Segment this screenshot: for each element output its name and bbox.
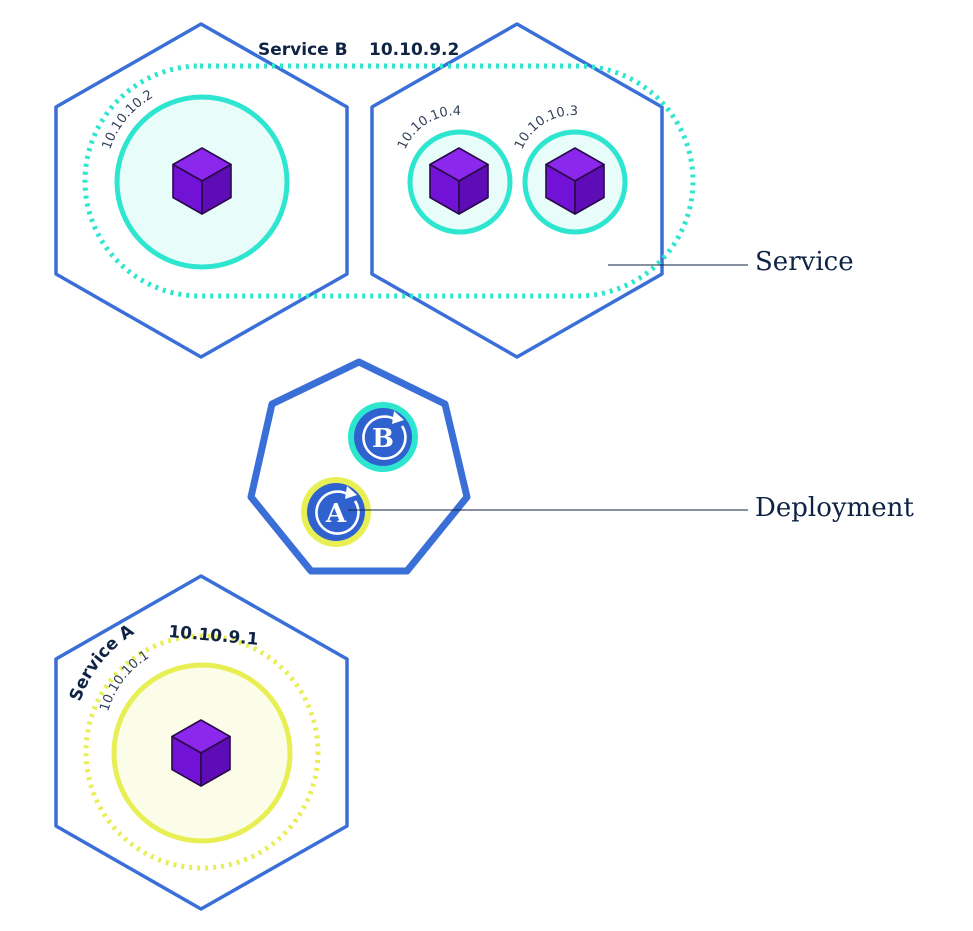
deployment-b: B: [348, 402, 418, 472]
deployment-a: A: [301, 477, 371, 547]
rotate-arrow-icon: [362, 415, 407, 460]
service-a-boundary: [83, 633, 321, 871]
service-b-ip: 10.10.9.2: [369, 40, 459, 60]
service-b-name: Service B: [258, 40, 348, 60]
service-b-label: Service B 10.10.9.2: [258, 40, 459, 60]
deployment-callout-label: Deployment: [755, 493, 914, 523]
pod-10-10-10-4: 10.10.10.4: [395, 104, 513, 235]
node-top-right: [370, 22, 664, 359]
rotate-arrow-icon: [315, 490, 360, 535]
deployment-controller: [247, 358, 471, 575]
deployment-a-letter: A: [325, 499, 347, 529]
service-b-boundary: [82, 63, 696, 299]
service-callout-label: Service: [755, 247, 854, 277]
deployment-b-letter: B: [372, 424, 394, 454]
